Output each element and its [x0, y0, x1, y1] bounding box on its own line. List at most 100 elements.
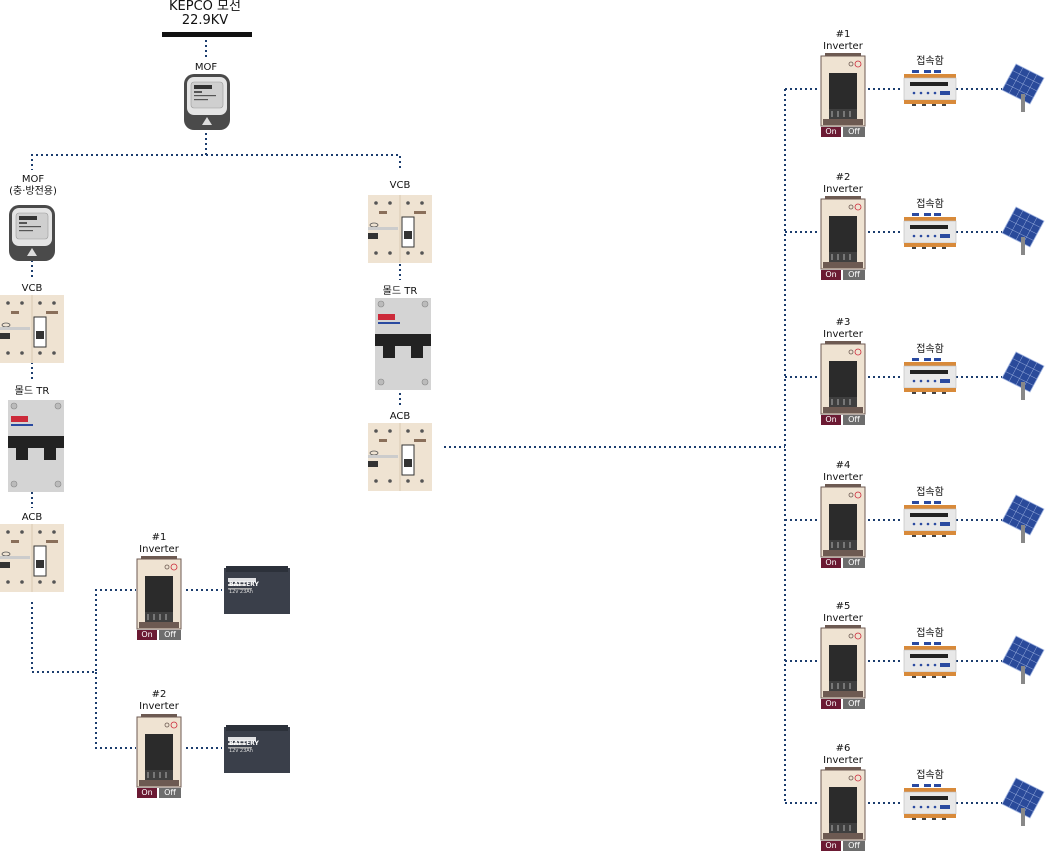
ess-inverter-1-label: #1 Inverter	[129, 532, 189, 556]
pv-inverter-6-name: Inverter	[823, 755, 863, 766]
junction-box-5-label: 접속함	[916, 628, 944, 639]
pv-inverter-4-on-button[interactable]: On	[821, 558, 841, 568]
pv-inverter-3-onoff: On Off	[821, 415, 865, 425]
pv-inverter-2-on-button[interactable]: On	[821, 270, 841, 280]
pv-inverter-1-number: #1	[835, 29, 851, 40]
pv-inverter-5-off-button[interactable]: Off	[843, 699, 865, 709]
junction-box-6-label: 접속함	[916, 770, 944, 781]
acb-right-breaker-icon	[367, 422, 433, 492]
tr-left-transformer-icon	[7, 399, 65, 493]
battery-1-brand: BATTERY	[229, 581, 259, 588]
acb-right-label: ACB	[389, 411, 411, 422]
mof-ess-label: MOF (충·방전용)	[0, 174, 68, 198]
pv-inverter-4-icon	[820, 483, 866, 558]
pv-inverter-3-icon	[820, 340, 866, 415]
acb-left-label: ACB	[21, 512, 43, 523]
solar-panel-5-icon	[1001, 635, 1045, 685]
pv-inverter-4-number: #4	[835, 460, 851, 471]
ess-inverter-2-label: #2 Inverter	[129, 689, 189, 713]
pv-inverter-1-icon	[820, 52, 866, 127]
pv-inverter-1-label: #1 Inverter	[813, 29, 873, 53]
battery-2-brand: BATTERY	[229, 740, 259, 747]
ess-inverter-2-number: #2	[151, 689, 167, 700]
ess-inverter-1-on-button[interactable]: On	[137, 630, 157, 640]
kepco-bus-name: KEPCO 모선	[169, 0, 241, 14]
mof-ess-label-line2: (충·방전용)	[9, 186, 57, 197]
junction-box-2-label: 접속함	[916, 199, 944, 210]
pv-inverter-5-on-button[interactable]: On	[821, 699, 841, 709]
pv-inverter-3-on-button[interactable]: On	[821, 415, 841, 425]
solar-panel-1-icon	[1001, 63, 1045, 113]
pv-inverter-1-onoff: On Off	[821, 127, 865, 137]
pv-inverter-5-number: #5	[835, 601, 851, 612]
pv-inverter-6-label: #6 Inverter	[813, 743, 873, 767]
mof-ess-meter-icon	[8, 204, 56, 262]
pv-inverter-5-name: Inverter	[823, 613, 863, 624]
solar-panel-3-icon	[1001, 351, 1045, 401]
pv-inverter-4-name: Inverter	[823, 472, 863, 483]
junction-box-3-label: 접속함	[916, 344, 944, 355]
pv-inverter-5-icon	[820, 624, 866, 699]
pv-inverter-4-onoff: On Off	[821, 558, 865, 568]
junction-box-1-icon	[903, 69, 957, 107]
pv-inverter-1-off-button[interactable]: Off	[843, 127, 865, 137]
ess-inverter-2-name: Inverter	[139, 701, 179, 712]
pv-inverter-6-number: #6	[835, 743, 851, 754]
pv-inverter-4-off-button[interactable]: Off	[843, 558, 865, 568]
pv-inverter-6-off-button[interactable]: Off	[843, 841, 865, 851]
solar-panel-4-icon	[1001, 494, 1045, 544]
tr-right-label: 몰드 TR	[382, 286, 418, 297]
pv-inverter-3-number: #3	[835, 317, 851, 328]
ess-inverter-2-off-button[interactable]: Off	[159, 788, 181, 798]
junction-box-5-icon	[903, 641, 957, 679]
ess-inverter-1-name: Inverter	[139, 544, 179, 555]
vcb-left-label: VCB	[21, 283, 43, 294]
solar-panel-2-icon	[1001, 206, 1045, 256]
pv-inverter-2-number: #2	[835, 172, 851, 183]
mof-main-meter-icon	[183, 73, 231, 131]
pv-inverter-5-onoff: On Off	[821, 699, 865, 709]
pv-inverter-4-label: #4 Inverter	[813, 460, 873, 484]
ess-inverter-2-icon	[136, 713, 182, 788]
pv-inverter-6-icon	[820, 766, 866, 841]
junction-box-2-icon	[903, 212, 957, 250]
pv-inverter-6-onoff: On Off	[821, 841, 865, 851]
vcb-left-breaker-icon	[0, 294, 65, 364]
pv-inverter-5-label: #5 Inverter	[813, 601, 873, 625]
junction-box-6-icon	[903, 783, 957, 821]
junction-box-4-icon	[903, 500, 957, 538]
pv-inverter-3-name: Inverter	[823, 329, 863, 340]
mof-main-label: MOF	[194, 62, 218, 73]
pv-inverter-2-name: Inverter	[823, 184, 863, 195]
pv-inverter-3-off-button[interactable]: Off	[843, 415, 865, 425]
kepco-bus-voltage: 22.9KV	[181, 13, 229, 28]
ess-inverter-2-on-button[interactable]: On	[137, 788, 157, 798]
junction-box-4-label: 접속함	[916, 487, 944, 498]
pv-inverter-2-icon	[820, 195, 866, 270]
acb-left-breaker-icon	[0, 523, 65, 593]
kepco-bus-bar	[162, 32, 252, 37]
ess-inverter-1-off-button[interactable]: Off	[159, 630, 181, 640]
pv-inverter-2-label: #2 Inverter	[813, 172, 873, 196]
ess-inverter-1-icon	[136, 555, 182, 630]
junction-box-3-icon	[903, 357, 957, 395]
battery-2-spec: 12v 23Ah	[229, 748, 253, 754]
battery-1-spec: 12v 23Ah	[229, 589, 253, 595]
pv-inverter-1-on-button[interactable]: On	[821, 127, 841, 137]
tr-left-label: 몰드 TR	[14, 386, 50, 397]
solar-panel-6-icon	[1001, 777, 1045, 827]
ess-inverter-1-onoff: On Off	[137, 630, 181, 640]
pv-inverter-2-off-button[interactable]: Off	[843, 270, 865, 280]
tr-right-transformer-icon	[374, 297, 432, 391]
kepco-bus-title: KEPCO 모선 22.9KV	[150, 0, 260, 28]
pv-inverter-3-label: #3 Inverter	[813, 317, 873, 341]
mof-ess-label-line1: MOF	[21, 174, 45, 185]
pv-inverter-2-onoff: On Off	[821, 270, 865, 280]
vcb-right-label: VCB	[389, 180, 411, 191]
pv-inverter-1-name: Inverter	[823, 41, 863, 52]
pv-inverter-6-on-button[interactable]: On	[821, 841, 841, 851]
wiring	[31, 40, 1002, 804]
junction-box-1-label: 접속함	[916, 56, 944, 67]
vcb-right-breaker-icon	[367, 194, 433, 264]
